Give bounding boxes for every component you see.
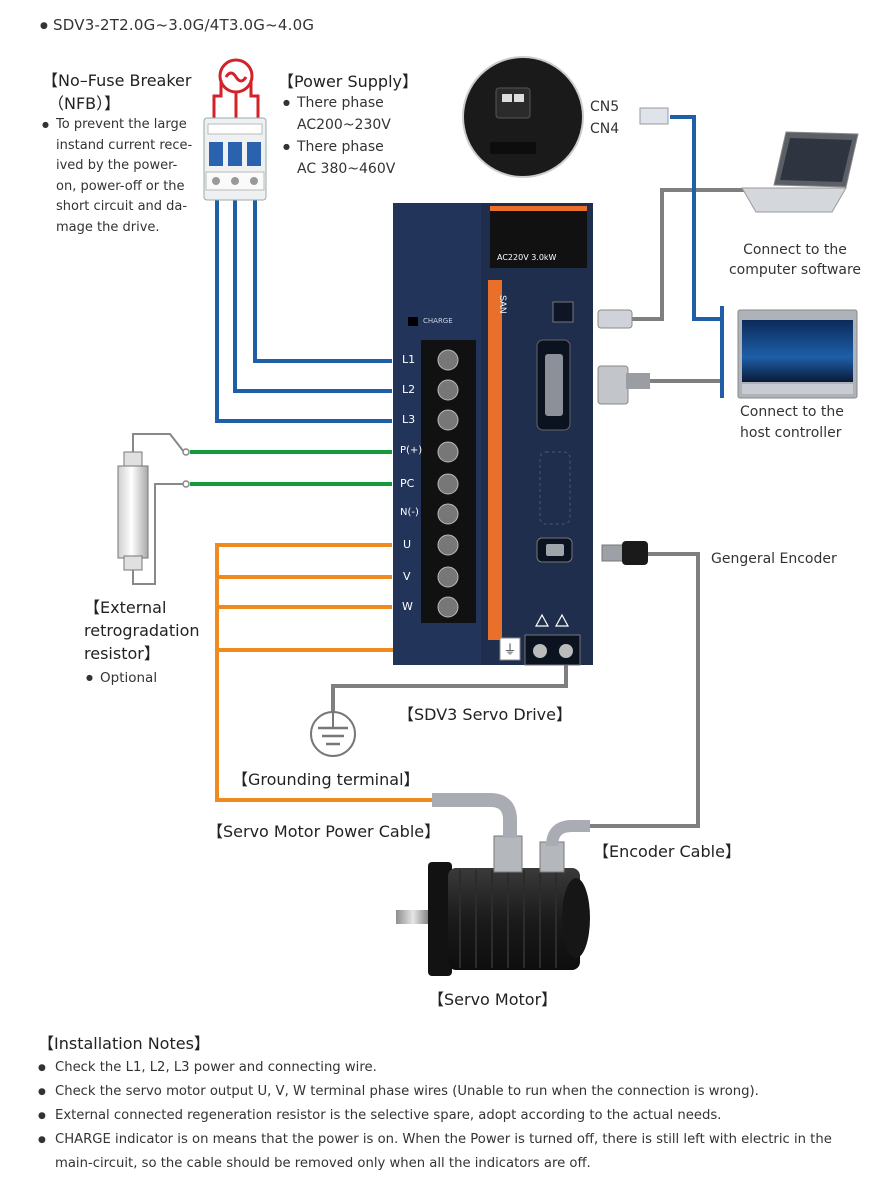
computer-line1: Connect to the: [743, 242, 847, 258]
terminal-l2: L2: [402, 383, 416, 396]
note-item: External connected regeneration resistor…: [38, 1104, 868, 1128]
hmi-panel: [737, 309, 858, 399]
encoder-cable-label: 【Encoder Cable】: [593, 842, 741, 861]
resistor-line2: retrogradation: [84, 621, 200, 640]
terminal-l3: L3: [402, 413, 416, 426]
note-item: Check the L1, L2, L3 power and connectin…: [38, 1056, 868, 1080]
usb-cable: [597, 309, 633, 329]
ps-line1: There phase: [283, 92, 395, 114]
computer-line2: computer software: [728, 262, 862, 278]
computer-label: Connect to the computer software: [720, 240, 870, 280]
power-supply-specs: There phase AC200~230V There phase AC 38…: [283, 92, 395, 180]
grounding-label: 【Grounding terminal】: [232, 770, 420, 789]
ps-line3: There phase: [283, 136, 395, 158]
drive-rating: AC220V 3.0kW: [497, 253, 557, 262]
db-connector: [597, 365, 650, 405]
svg-text:SAN: SAN: [498, 295, 508, 314]
wire-l2: [233, 200, 392, 393]
wire-l3: [215, 200, 392, 423]
nfb-desc-3: on, power-off or the: [56, 178, 185, 194]
charge-indicator: CHARGE: [423, 317, 453, 325]
signal-wires: [331, 188, 745, 828]
note-item: CHARGE indicator is on means that the po…: [38, 1128, 868, 1176]
nfb-desc-5: mage the drive.: [56, 219, 160, 235]
terminal-n: N(-): [400, 507, 419, 518]
bullet: ●: [40, 21, 49, 31]
power-supply-title: 【Power Supply】: [278, 72, 418, 91]
terminal-u: U: [403, 538, 412, 551]
nfb-description: To prevent the large instand current rec…: [42, 115, 192, 238]
resistor-optional: Optional: [86, 668, 157, 689]
host-line2: host controller: [740, 425, 842, 441]
terminal-l1: L1: [402, 353, 416, 366]
terminal-p: P(+): [400, 445, 423, 456]
servo-motor: [396, 793, 590, 976]
host-label: Connect to the host controller: [740, 402, 844, 444]
host-line1: Connect to the: [740, 404, 844, 420]
servo-motor-label: 【Servo Motor】: [428, 990, 558, 1009]
power-wires: [215, 200, 392, 423]
nfb-title-line2: （NFB）】: [48, 94, 121, 113]
svg-text:⏚: ⏚: [503, 643, 516, 658]
model-text: SDV3-2T2.0G~3.0G/4T3.0G~4.0G: [53, 16, 315, 34]
terminal-v: V: [403, 570, 411, 583]
motor-cable-label: 【Servo Motor Power Cable】: [207, 822, 441, 841]
port-zoom: [462, 56, 669, 178]
resistor-title: 【External retrogradation resistor】: [84, 596, 200, 665]
model-line: ● SDV3-2T2.0G~3.0G/4T3.0G~4.0G: [40, 16, 314, 34]
optional-text: Optional: [86, 668, 157, 689]
encoder-connector: [601, 541, 648, 565]
cn4-label: CN4: [590, 121, 620, 137]
terminal-pc: PC: [400, 477, 415, 490]
note-item: Check the servo motor output U, V, W ter…: [38, 1080, 868, 1104]
resistor-line3: resistor】: [84, 644, 160, 663]
resistor-wires: [132, 433, 392, 585]
notes-list: Check the L1, L2, L3 power and connectin…: [38, 1056, 868, 1176]
brake-resistor: [117, 451, 149, 571]
resistor-line1: 【External: [84, 598, 167, 617]
laptop: [741, 131, 859, 213]
terminal-w: W: [402, 600, 413, 613]
circuit-breaker: [203, 58, 267, 201]
cn5-wires: [670, 115, 724, 398]
servo-drive: SAN ⏚: [393, 203, 593, 666]
nfb-title-line1: 【No–Fuse Breaker: [42, 71, 192, 90]
nfb-desc-0: To prevent the large: [42, 115, 192, 136]
ps-line2: AC200~230V: [297, 117, 391, 133]
nfb-desc-2: ived by the power-: [56, 158, 178, 173]
nfb-desc-1: instand current rece-: [56, 137, 193, 153]
encoder-label: Gengeral Encoder: [711, 551, 837, 567]
ground-symbol: [310, 711, 356, 757]
nfb-desc-4: short circuit and da-: [56, 199, 188, 214]
ps-line4: AC 380~460V: [297, 161, 396, 177]
cn5-label: CN5: [590, 99, 620, 115]
wire-l1: [253, 200, 392, 363]
notes-title: 【Installation Notes】: [38, 1034, 210, 1053]
drive-title: 【SDV3 Servo Drive】: [398, 705, 572, 724]
